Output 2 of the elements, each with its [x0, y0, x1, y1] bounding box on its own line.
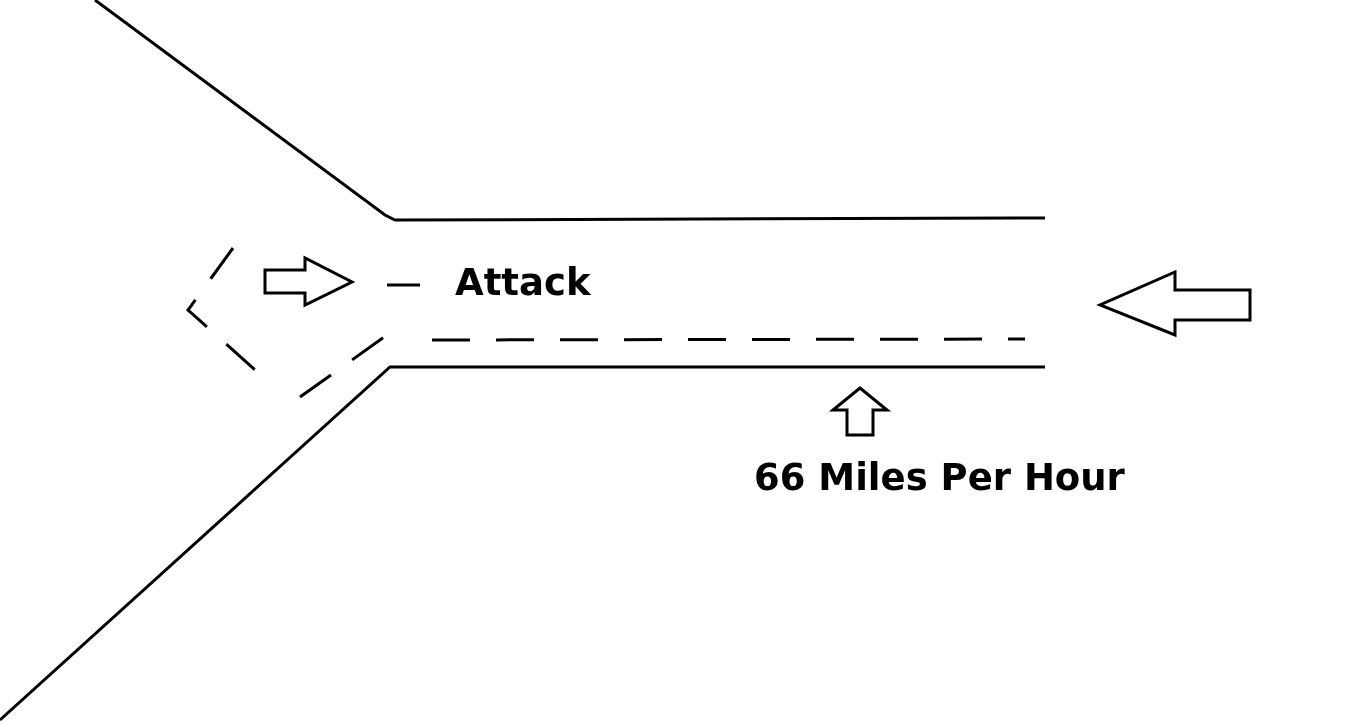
speed-label: 66 Miles Per Hour [754, 459, 1125, 496]
attack-label: Attack [455, 264, 591, 301]
